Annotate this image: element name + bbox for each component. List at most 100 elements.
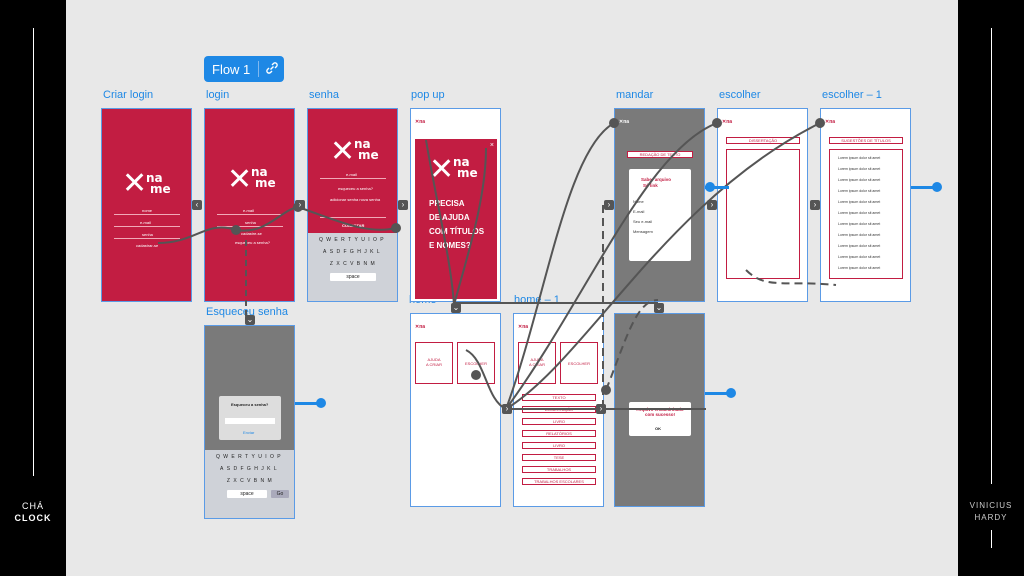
title-item[interactable]: Lorem ipsum dolor sit amet: [838, 178, 881, 182]
field-underline: [114, 226, 180, 227]
title-item[interactable]: Lorem ipsum dolor sit amet: [838, 233, 881, 237]
ok-button[interactable]: OK: [655, 426, 661, 431]
title-item[interactable]: Lorem ipsum dolor sit amet: [838, 200, 881, 204]
field-email[interactable]: E-mail: [633, 209, 645, 214]
chevron-right-icon[interactable]: ›: [295, 200, 305, 210]
frame-label-senha[interactable]: senha: [309, 89, 339, 101]
space-key[interactable]: space: [330, 273, 376, 281]
link-icon[interactable]: [264, 60, 280, 76]
chevron-right-icon[interactable]: ›: [596, 404, 606, 414]
chevron-down-icon[interactable]: ⌄: [245, 315, 255, 325]
new-password-field[interactable]: adicionar senha nova senha: [330, 197, 381, 202]
forgot-dialog[interactable]: Esqueceu a senha? Enviar: [219, 396, 281, 440]
chevron-right-icon[interactable]: ›: [707, 200, 717, 210]
field-underline: [114, 214, 180, 215]
field-nome[interactable]: Nome: [633, 199, 644, 204]
frame-escolher-1[interactable]: ✕na SUGESTÕES DE TÍTULOS Lorem ipsum dol…: [820, 108, 911, 302]
frame-label-login[interactable]: login: [206, 89, 230, 101]
chevron-down-icon[interactable]: ⌄: [654, 303, 664, 313]
frame-label-mandar[interactable]: mandar: [616, 89, 654, 101]
frame-label-criar-login[interactable]: Criar login: [103, 89, 154, 101]
mini-logo: ✕na: [415, 324, 426, 330]
chevron-down-icon[interactable]: ⌄: [451, 303, 461, 313]
frame-label-escolher-1[interactable]: escolher – 1: [822, 89, 882, 101]
dialog-subtitle: Só link: [643, 183, 658, 188]
connection-handle[interactable]: [316, 398, 326, 408]
prototype-canvas[interactable]: Flow 1 Criar login login senha pop up ma…: [66, 0, 958, 576]
forgot-link[interactable]: esqueceu a senha?: [338, 186, 373, 191]
field-seu-email[interactable]: Seu e-mail: [633, 219, 653, 224]
keyboard-row-1[interactable]: QWERTYUIOP: [215, 454, 285, 460]
card-escolher[interactable]: ESCOLHER: [457, 342, 495, 384]
keyboard-row-3[interactable]: ZXCVBNM: [226, 478, 276, 484]
close-icon[interactable]: ×: [489, 142, 494, 149]
connector-line: [235, 206, 299, 232]
chevron-left-icon[interactable]: ‹: [192, 200, 202, 210]
frame-mandar[interactable]: ✕na REDAÇÃO DE TEXTO Saber arquivo Só li…: [614, 108, 705, 302]
frame-esqueceu-senha[interactable]: Esqueceu a senha? Enviar QWERTYUIOP ASDF…: [204, 325, 295, 519]
left-divider: [33, 28, 34, 476]
list-item[interactable]: TRABALHOS: [522, 466, 596, 473]
frame-escolher[interactable]: ✕na DISSERTAÇÃO: [717, 108, 808, 302]
space-key[interactable]: space: [227, 490, 267, 498]
title-item[interactable]: Lorem ipsum dolor sit amet: [838, 189, 881, 193]
cadastre-link[interactable]: cadastre-se: [241, 231, 262, 236]
keyboard[interactable]: QWERTYUIOP ASDFGHJKL ZXCVBNM space: [308, 233, 397, 301]
field-underline: [320, 217, 386, 218]
title-item[interactable]: Lorem ipsum dolor sit amet: [838, 255, 881, 259]
connector-line: [425, 139, 455, 306]
connector-nodes: [231, 118, 825, 395]
connector-line: [505, 122, 718, 410]
list-item[interactable]: LIVRO: [522, 442, 596, 449]
go-key[interactable]: Go: [271, 490, 289, 498]
field-nome[interactable]: nome: [142, 208, 153, 213]
frame-label-escolher[interactable]: escolher: [719, 89, 761, 101]
keyboard-row-2[interactable]: ASDFGHJKL: [322, 249, 384, 255]
frame-label-pop-up[interactable]: pop up: [411, 89, 445, 101]
chevron-right-icon[interactable]: ›: [398, 200, 408, 210]
dialog-title: Saber arquivo: [641, 177, 672, 182]
chevron-right-icon[interactable]: ›: [502, 404, 512, 414]
keyboard[interactable]: QWERTYUIOP ASDFGHJKL ZXCVBNM space Go: [205, 450, 294, 518]
list-item[interactable]: TESE: [522, 454, 596, 461]
frame-criar-login[interactable]: ✕ na me nome e-mail senha cadastrar-se: [101, 108, 192, 302]
email-input[interactable]: [225, 418, 275, 424]
connection-handle[interactable]: [932, 182, 942, 192]
chevron-right-icon[interactable]: ›: [604, 200, 614, 210]
field-email[interactable]: e-mail: [140, 220, 151, 225]
list-item[interactable]: LIVRO: [522, 418, 596, 425]
title-item[interactable]: Lorem ipsum dolor sit amet: [838, 244, 881, 248]
list-item[interactable]: TRABALHOS ESCOLARES: [522, 478, 596, 485]
keyboard-row-3[interactable]: ZXCVBNM: [329, 261, 379, 267]
send-dialog[interactable]: Saber arquivo Só link Nome E-mail Seu e-…: [629, 169, 691, 261]
title-item[interactable]: Lorem ipsum dolor sit amet: [838, 266, 881, 270]
list-item[interactable]: RELATÓRIOS: [522, 430, 596, 437]
keyboard-row-1[interactable]: QWERTYUIOP: [318, 237, 388, 243]
title-item[interactable]: Lorem ipsum dolor sit amet: [838, 156, 881, 160]
field-email[interactable]: e-mail: [243, 208, 254, 213]
field-senha[interactable]: senha: [142, 232, 153, 237]
connection-handle[interactable]: [705, 182, 715, 192]
forgot-password-link[interactable]: esqueceu a senha?: [235, 240, 270, 245]
field-mensagem[interactable]: Mensagem: [633, 229, 653, 234]
brand-name-line2: HARDY: [974, 513, 1008, 522]
title-item[interactable]: Lorem ipsum dolor sit amet: [838, 211, 881, 215]
field-email[interactable]: e-mail: [346, 172, 357, 177]
send-button[interactable]: Enviar: [243, 430, 255, 435]
cadastrar-button[interactable]: cadastrar-se: [136, 243, 159, 248]
mini-logo: ✕na: [415, 119, 426, 125]
field-senha[interactable]: senha: [245, 220, 256, 225]
flow-button[interactable]: Flow 1: [204, 56, 284, 82]
title-item[interactable]: Lorem ipsum dolor sit amet: [838, 222, 881, 226]
title-item[interactable]: Lorem ipsum dolor sit amet: [838, 167, 881, 171]
connection-handle[interactable]: [726, 388, 736, 398]
keyboard-row-2[interactable]: ASDFGHJKL: [219, 466, 281, 472]
chevron-right-icon[interactable]: ›: [810, 200, 820, 210]
